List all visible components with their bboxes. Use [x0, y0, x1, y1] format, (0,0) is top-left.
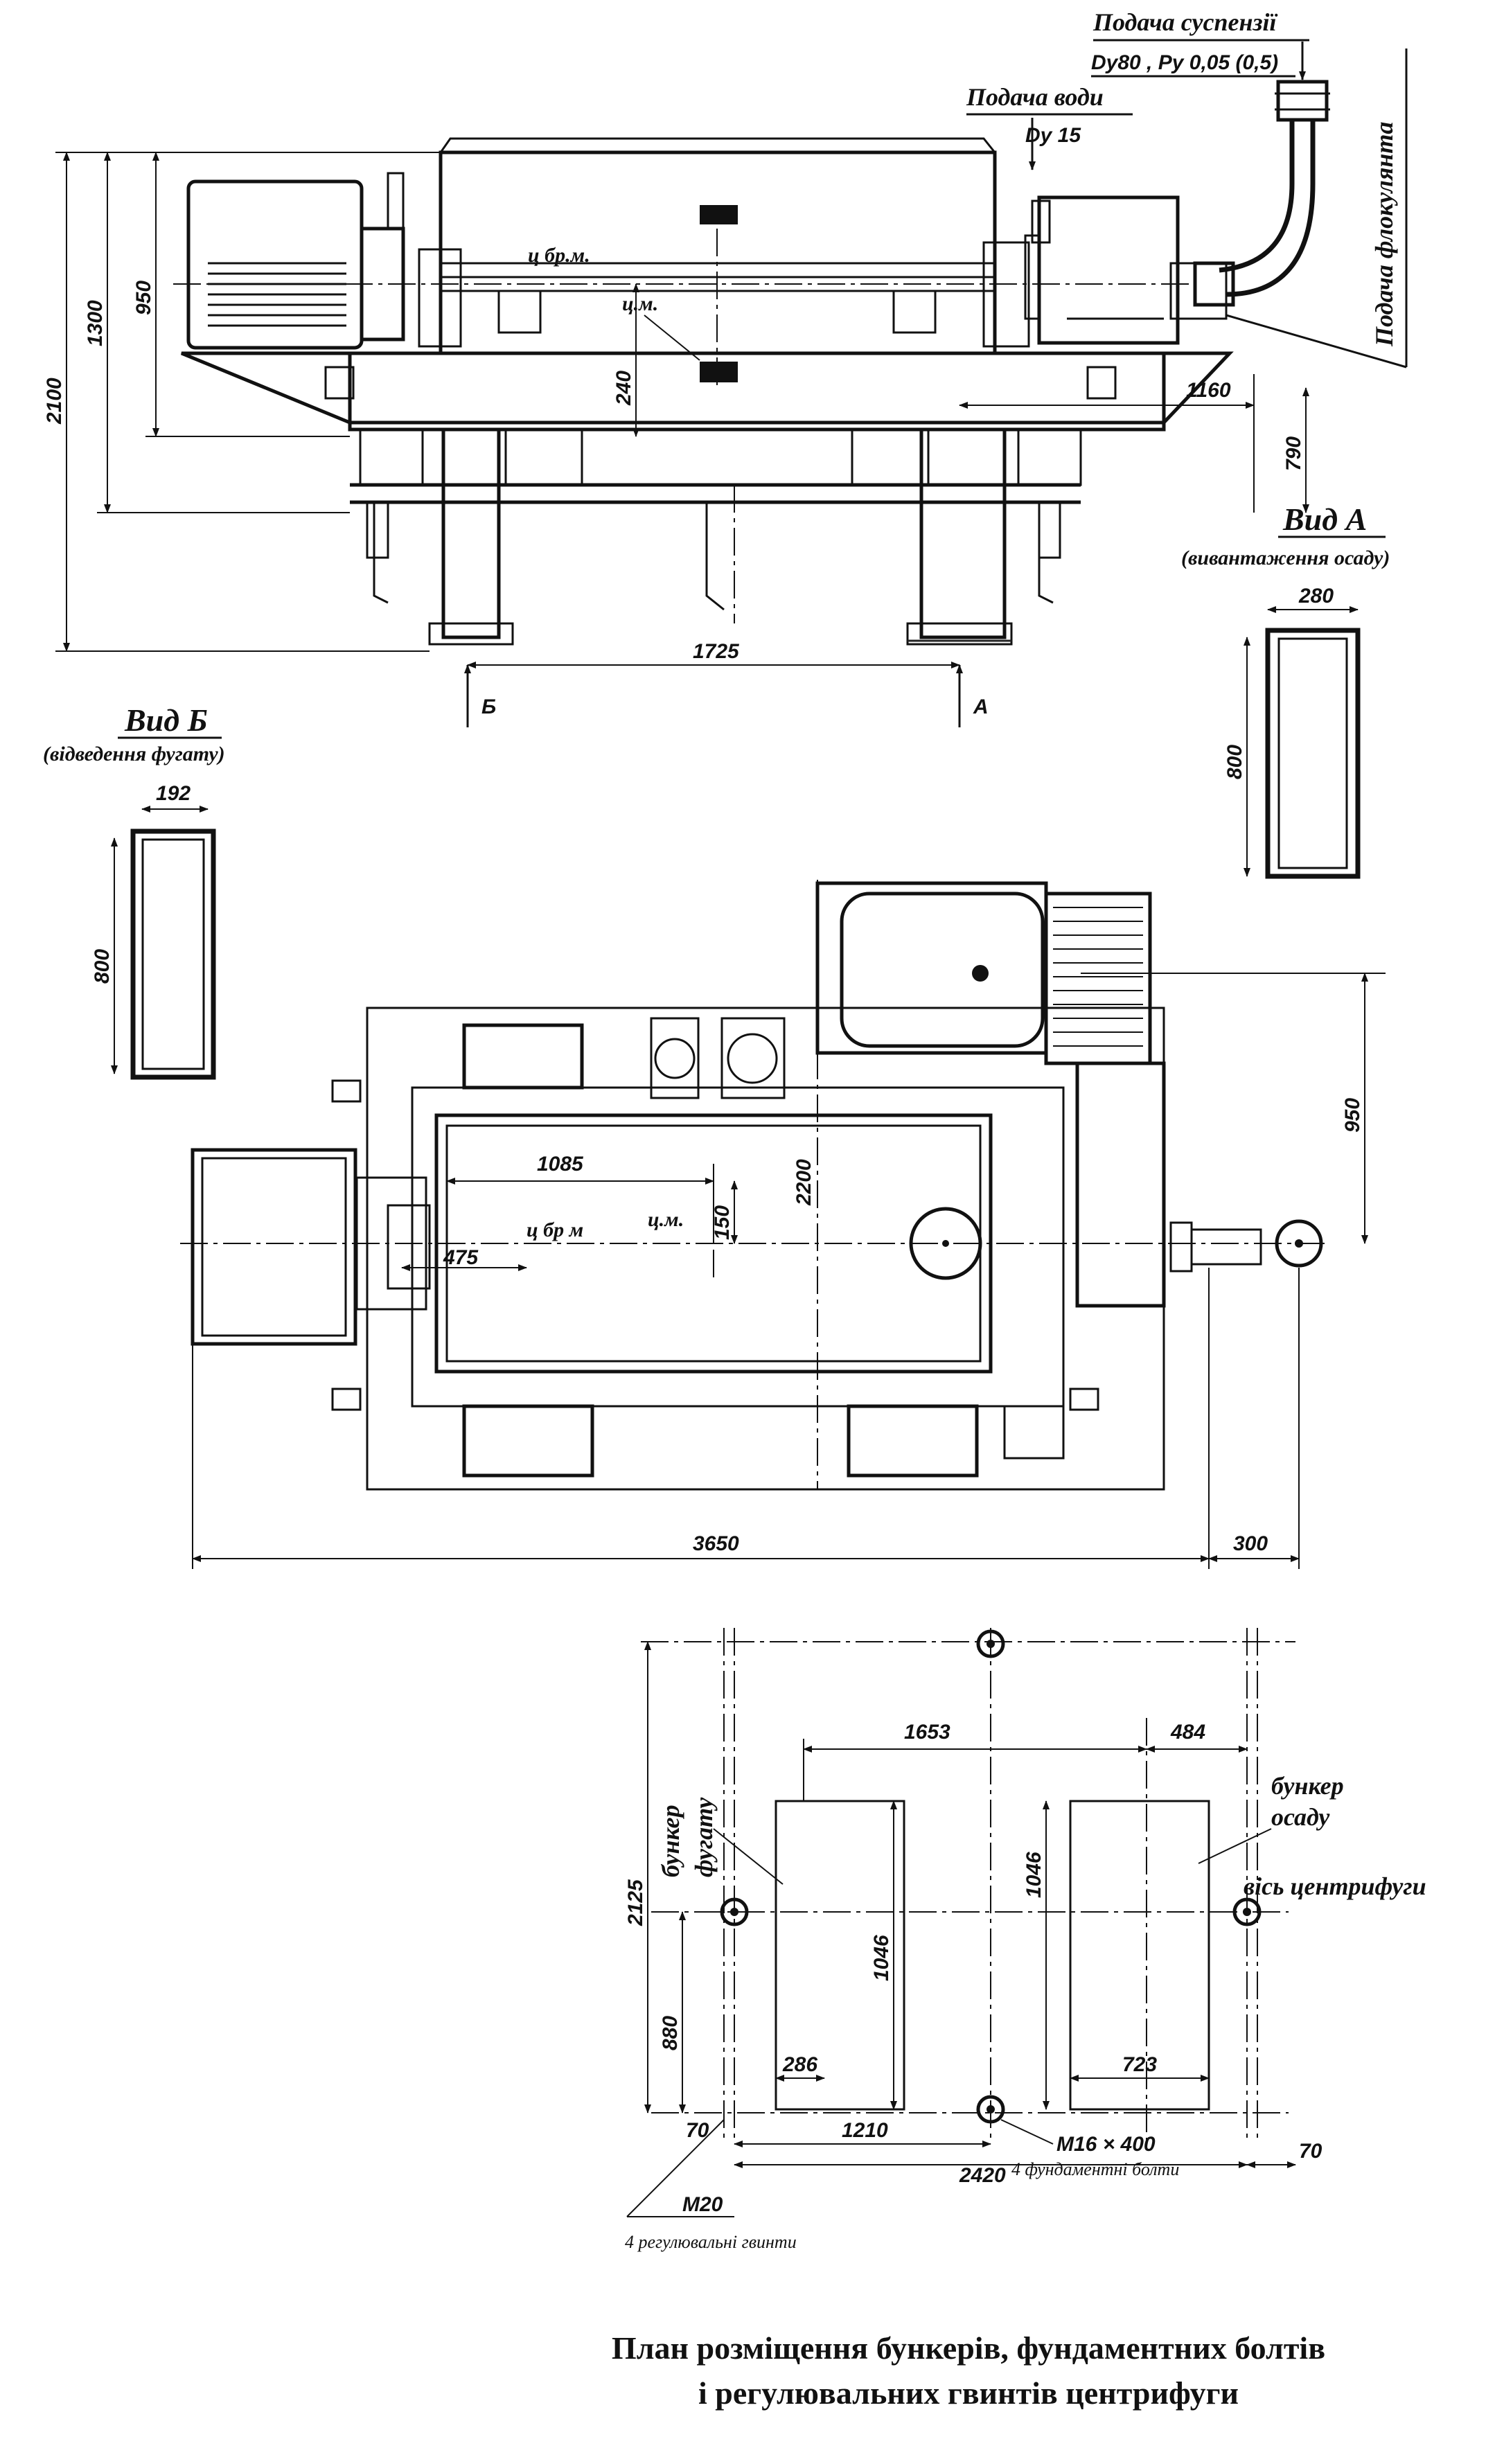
view-b-width: 192	[156, 782, 191, 805]
dim-1046-right: 1046	[1023, 1852, 1045, 1898]
label-cbrm: ц бр.м.	[528, 244, 590, 267]
view-b-height: 800	[91, 949, 114, 984]
hopper-fugate-line2: фугату	[690, 1797, 718, 1877]
view-b-subtitle: (відведення фугату)	[43, 743, 225, 765]
dim-1046-left: 1046	[870, 1935, 893, 1981]
dim-70-right: 70	[1299, 2140, 1322, 2163]
suspension-feed-pipe	[1193, 80, 1330, 307]
caption-line-2: і регулювальних гвинтів центрифуги	[698, 2375, 1239, 2411]
screw-note: 4 регулювальні гвинти	[625, 2232, 797, 2252]
dim-240: 240	[612, 371, 635, 406]
foundation-plan: 1653 484 2125 880 1046 1046 286 723 70 1…	[624, 1628, 1426, 2252]
dim-3650: 3650	[693, 1532, 739, 1555]
side-drum	[418, 137, 1051, 382]
dim-286: 286	[782, 2053, 817, 2076]
dim-300: 300	[1233, 1532, 1268, 1555]
view-a-height: 800	[1223, 745, 1246, 779]
dim-1725: 1725	[693, 640, 740, 663]
bolt-spec: М16 × 400	[1056, 2133, 1156, 2156]
dim-2200: 2200	[793, 1159, 815, 1206]
dim-1085: 1085	[537, 1153, 584, 1176]
dim-950-plan: 950	[1341, 1098, 1364, 1133]
side-base-frame	[181, 351, 1234, 646]
dim-880: 880	[659, 2016, 682, 2050]
view-a: Вид А (вивантаження осаду) 280 800	[1181, 502, 1390, 879]
bolt-note: 4 фундаментні болти	[1011, 2159, 1179, 2179]
foundation-bolt-holes	[720, 1629, 1262, 2124]
side-left-dims: 2100 1300 950	[43, 152, 443, 652]
dim-950-side: 950	[132, 281, 155, 315]
label-cbrm-plan: ц бр м	[527, 1218, 583, 1241]
side-right-housing	[1037, 195, 1228, 345]
label-flocculant-feed: Подача флокулянта	[1370, 122, 1398, 347]
dim-1160: 1160	[1186, 379, 1231, 402]
plan-view: 1085 150 475 ц бр м ц.м. 2200 950 3650 3…	[180, 880, 1386, 1569]
label-water-feed: Подача води	[966, 83, 1104, 111]
view-b: Вид Б (відведення фугату) 192 800	[43, 702, 225, 1080]
view-marker-a: А	[973, 695, 989, 718]
dim-2420: 2420	[959, 2164, 1006, 2187]
hopper-sediment-line2: осаду	[1271, 1803, 1330, 1831]
label-water-spec: Dy 15	[1025, 124, 1081, 147]
dim-1300: 1300	[84, 300, 107, 346]
dim-2125: 2125	[624, 1879, 647, 1926]
hopper-sediment-line1: бункер	[1271, 1772, 1344, 1800]
view-a-width: 280	[1298, 585, 1334, 608]
screw-spec: М20	[682, 2193, 723, 2216]
centrifuge-axis-label: вісь центрифуги	[1244, 1872, 1426, 1900]
dim-484: 484	[1170, 1721, 1205, 1744]
dim-2100: 2100	[43, 378, 66, 425]
label-suspension-feed: Подача суспензії	[1092, 8, 1278, 36]
caption-line-1: План розміщення бункерів, фундаментних б…	[612, 2330, 1325, 2366]
hopper-fugate-line1: бункер	[657, 1805, 684, 1877]
side-elevation: 2100 1300 950 240 1160 790 1725 Б А ц бр…	[43, 8, 1408, 727]
dim-1653: 1653	[904, 1721, 950, 1744]
dim-790: 790	[1282, 436, 1305, 471]
dim-150: 150	[711, 1205, 734, 1240]
side-motor	[186, 172, 405, 350]
view-b-title: Вид Б	[124, 702, 208, 738]
view-a-title: Вид А	[1282, 502, 1367, 537]
view-a-subtitle: (вивантаження осаду)	[1181, 547, 1390, 569]
label-cm: ц.м.	[622, 292, 658, 315]
dim-475: 475	[443, 1246, 479, 1269]
dim-723: 723	[1122, 2053, 1157, 2076]
dim-1210: 1210	[842, 2119, 888, 2142]
label-cm-plan: ц.м.	[648, 1208, 684, 1231]
view-marker-b: Б	[481, 695, 496, 718]
label-suspension-spec: Dy80 , Py 0,05 (0,5)	[1091, 51, 1278, 74]
